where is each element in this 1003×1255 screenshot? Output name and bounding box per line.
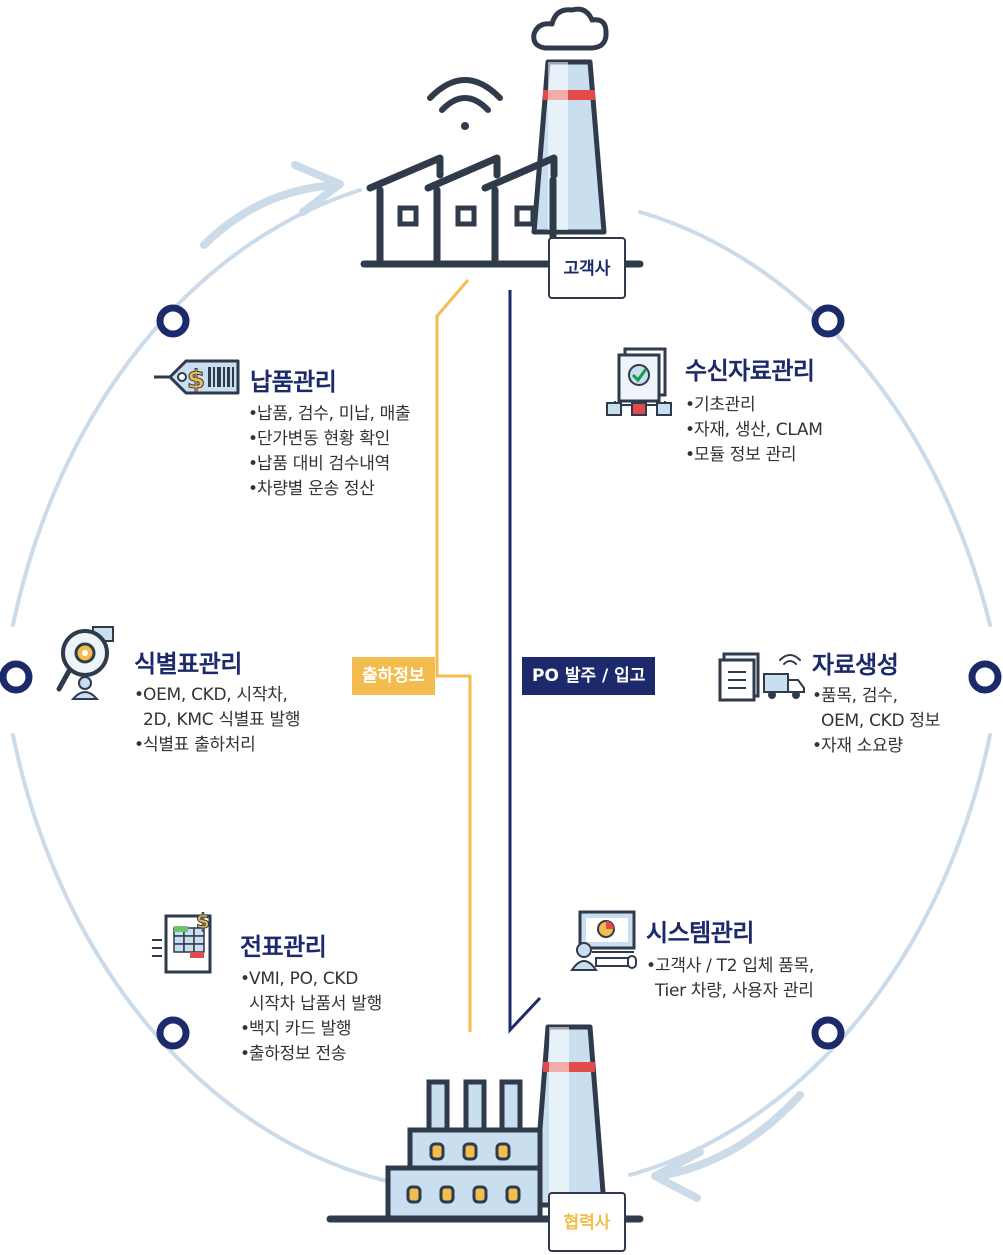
po-flow-line — [508, 290, 542, 1034]
list-item: •출하정보 전송 — [240, 1044, 347, 1064]
invoice-document-icon: $ — [152, 909, 212, 974]
list-item: •OEM, CKD, 시작차, — [134, 685, 288, 705]
id-label-list: •OEM, CKD, 시작차, 2D, KMC 식별표 발행 •식별표 출하처리 — [134, 683, 301, 758]
ring-arrow-bottom-shaft — [661, 1091, 804, 1179]
ring-dot-left — [0, 660, 33, 694]
data-gen-list: •품목, 검수, OEM, CKD 정보 •자재 소요량 — [812, 684, 940, 759]
customer-label: 고객사 — [548, 237, 626, 299]
data-gen-title: 자료생성 — [812, 651, 899, 679]
list-item: •고객사 / T2 입체 품목, — [646, 956, 814, 976]
magnifier-gear-icon — [56, 626, 114, 700]
shipping-info-tag: 출하정보 — [352, 657, 435, 695]
list-item: •자재 소요량 — [812, 736, 903, 756]
delivery-list: •납품, 검수, 미납, 매출 •단가변동 현황 확인 •납품 대비 검수내역 … — [248, 402, 411, 502]
cycle-ring — [11, 188, 992, 1187]
cloud-icon — [531, 6, 609, 51]
list-item: •단가변동 현황 확인 — [248, 429, 390, 449]
received-data-title: 수신자료관리 — [685, 357, 815, 385]
list-item: •납품, 검수, 미납, 매출 — [248, 404, 411, 424]
list-item: OEM, CKD 정보 — [821, 711, 941, 731]
list-item: Tier 차량, 사용자 관리 — [655, 981, 814, 1001]
customer-factory-icon — [360, 6, 644, 268]
list-item: •납품 대비 검수내역 — [248, 454, 390, 474]
partner-label: 협력사 — [548, 1192, 626, 1252]
po-order-tag: PO 발주 / 입고 — [522, 657, 656, 695]
list-item: •백지 카드 발행 — [240, 1019, 352, 1039]
ring-dot-top-left — [156, 304, 190, 338]
list-item: •차량별 운송 정산 — [248, 479, 375, 499]
slip-list: •VMI, PO, CKD 시작차 납품서 발행 •백지 카드 발행 •출하정보… — [240, 967, 382, 1067]
svg-text:$: $ — [196, 909, 210, 933]
computer-user-icon — [570, 910, 637, 971]
ring-dot-right — [968, 660, 1002, 694]
ring-arrow-bottom-head — [651, 1148, 704, 1202]
svg-text:$: $ — [187, 365, 205, 395]
list-item: •모듈 정보 관리 — [685, 445, 797, 465]
system-title: 시스템관리 — [646, 919, 754, 947]
ring-arrow-top-head — [291, 161, 344, 216]
system-list: •고객사 / T2 입체 품목, Tier 차량, 사용자 관리 — [646, 954, 814, 1004]
list-item: •자재, 생산, CLAM — [685, 420, 823, 440]
list-item: •기초관리 — [685, 395, 756, 415]
slip-title: 전표관리 — [240, 933, 327, 961]
list-item: 시작차 납품서 발행 — [249, 994, 382, 1014]
ring-dot-bottom-left — [156, 1016, 190, 1050]
id-label-title: 식별표관리 — [134, 650, 242, 678]
shipping-flow-line — [435, 279, 472, 1032]
document-truck-icon — [718, 652, 805, 702]
received-data-list: •기초관리 •자재, 생산, CLAM •모듈 정보 관리 — [685, 393, 823, 468]
ring-dot-bottom-right — [811, 1016, 845, 1050]
list-item: •식별표 출하처리 — [134, 735, 256, 755]
list-item: •VMI, PO, CKD — [240, 969, 359, 989]
list-item: 2D, KMC 식별표 발행 — [143, 710, 301, 730]
partner-factory-icon — [326, 1024, 644, 1223]
list-item: •품목, 검수, — [812, 686, 898, 706]
ring-arrow-top-shaft — [200, 181, 339, 249]
delivery-title: 납품관리 — [250, 368, 337, 396]
ring-dot-top-right — [811, 304, 845, 338]
wifi-icon — [427, 77, 503, 130]
price-tag-icon: $ — [154, 359, 240, 396]
data-checklist-icon — [606, 347, 672, 416]
